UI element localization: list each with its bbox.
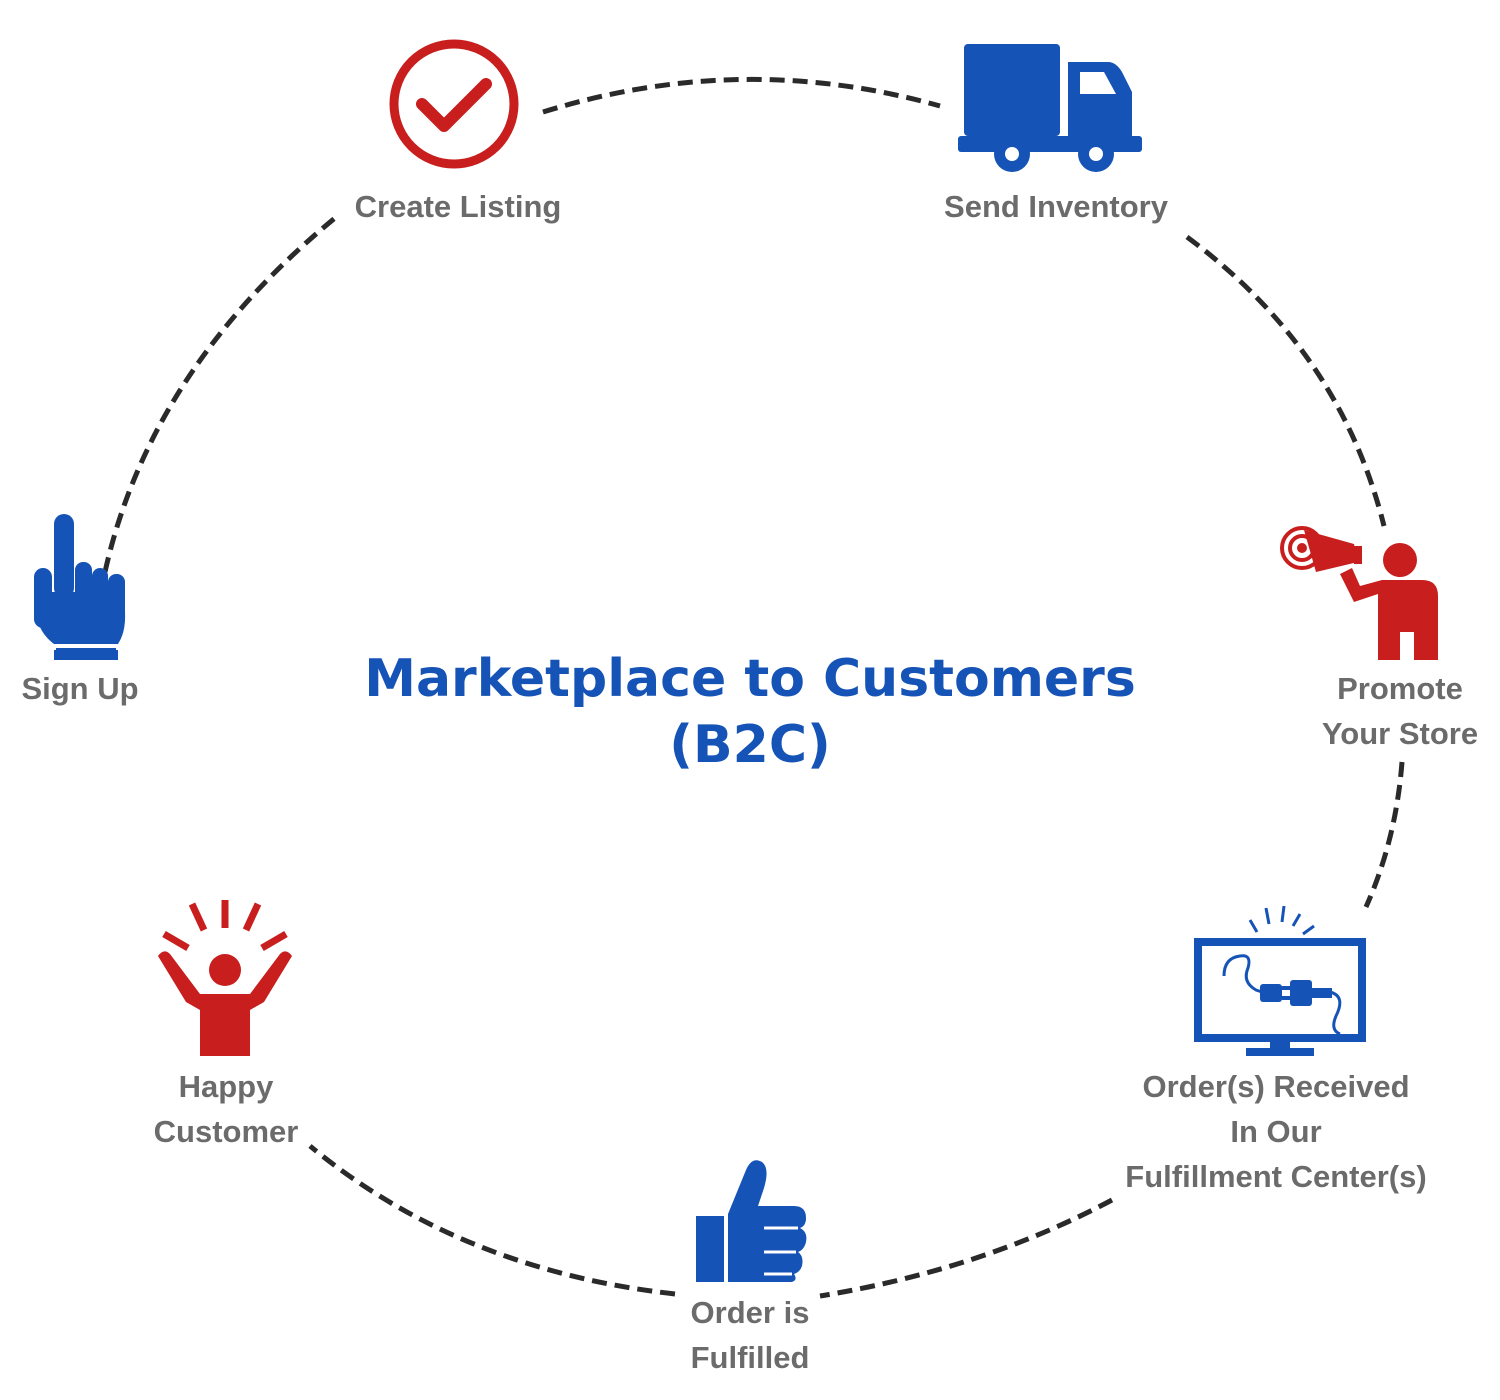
step-label-line: Sign Up (21, 671, 139, 706)
title-line-1: Marketplace to Customers (364, 649, 1136, 709)
connector-promote-to-orders (1363, 761, 1405, 909)
step-label-line: In Our (1230, 1114, 1322, 1149)
step-label-promote-store: Promote Your Store (1322, 666, 1478, 756)
delivery-truck-icon (958, 44, 1142, 172)
thumbs-up-icon (696, 1160, 807, 1282)
step-label-line: Order(s) Received (1142, 1069, 1410, 1104)
step-label-line: Order is (690, 1295, 810, 1330)
step-label-sign-up: Sign Up (21, 666, 138, 711)
step-label-orders-received: Order(s) Received In Our Fulfillment Cen… (1125, 1064, 1426, 1199)
checkmark-circle-icon (389, 39, 519, 169)
step-label-line: Fulfillment Center(s) (1125, 1159, 1427, 1194)
title-line-2: (B2C) (669, 715, 831, 775)
connector-inventory-to-promote (1185, 234, 1387, 527)
connector-fulfilled-to-happy (308, 1144, 676, 1297)
pointing-hand-icon (34, 514, 126, 660)
connector-signup-to-listing (102, 216, 337, 573)
step-label-send-inventory: Send Inventory (944, 184, 1168, 229)
step-label-line: Promote (1337, 671, 1463, 706)
step-label-order-fulfilled: Order is Fulfilled (691, 1290, 810, 1380)
connector-listing-to-inventory (542, 76, 941, 115)
diagram-title: Marketplace to Customers (B2C) (364, 646, 1136, 778)
step-label-line: Happy (178, 1069, 274, 1104)
step-label-line: Fulfilled (690, 1340, 810, 1375)
step-label-create-listing: Create Listing (355, 184, 562, 229)
happy-person-icon (158, 900, 292, 1056)
step-label-line: Create Listing (354, 189, 562, 224)
step-label-happy-customer: Happy Customer (154, 1064, 299, 1154)
connector-orders-to-fulfilled (819, 1197, 1114, 1299)
megaphone-person-icon (1280, 526, 1438, 660)
step-label-line: Customer (153, 1114, 299, 1149)
monitor-plug-icon (1194, 905, 1366, 1056)
step-label-line: Your Store (1321, 716, 1479, 751)
step-label-line: Send Inventory (944, 189, 1168, 224)
